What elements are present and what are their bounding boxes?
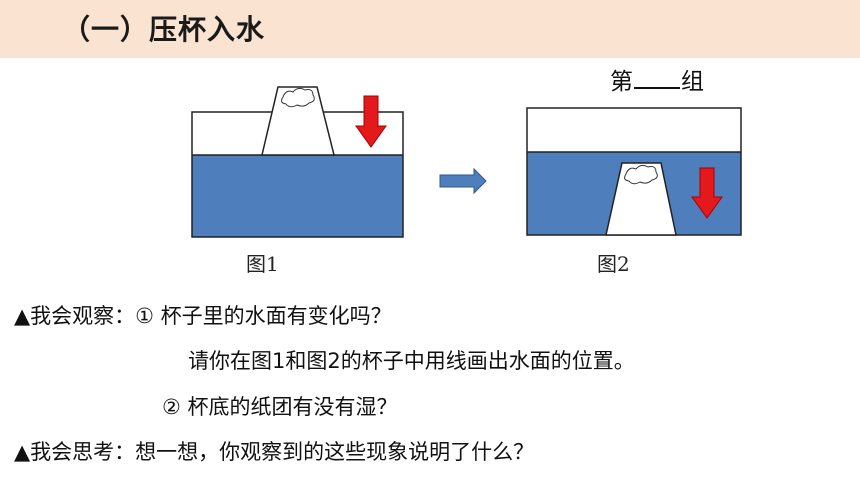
fig2-cup	[605, 162, 677, 236]
fig2-down-arrow	[691, 167, 723, 219]
figure-1-caption: 图1	[246, 252, 279, 276]
fig1-cup	[261, 86, 335, 156]
figure-1	[191, 86, 404, 238]
fig2-paper-ball	[624, 164, 658, 185]
fig1-water	[192, 155, 403, 237]
fig1-paper-ball	[281, 87, 315, 108]
observe-question-1: ▲我会观察：① 杯子里的水面有变化吗？	[14, 300, 392, 330]
fig1-down-arrow	[355, 95, 387, 148]
figure-2	[526, 107, 742, 236]
figure-2-caption: 图2	[597, 252, 630, 276]
group-number-blank[interactable]	[634, 67, 680, 89]
transition-arrow	[439, 167, 487, 195]
think-question: ▲我会思考：想一想，你观察到的这些现象说明了什么？	[14, 436, 534, 466]
think-text: 想一想，你观察到的这些现象说明了什么？	[135, 440, 535, 464]
group-suffix: 组	[681, 69, 704, 95]
group-prefix: 第	[610, 69, 633, 95]
group-label: 第组	[610, 62, 704, 96]
observe-prefix: ▲我会观察：	[14, 304, 136, 328]
section-title: （一）压杯入水	[62, 13, 266, 46]
think-prefix: ▲我会思考：	[14, 440, 136, 464]
observe-q1-detail: 请你在图1和图2的杯子中用线画出水面的位置。	[188, 349, 635, 373]
observe-question-2: ② 杯底的纸团有没有湿？	[162, 395, 398, 419]
observe-q1: ① 杯子里的水面有变化吗？	[135, 304, 392, 328]
title-banner: （一）压杯入水	[0, 0, 860, 58]
